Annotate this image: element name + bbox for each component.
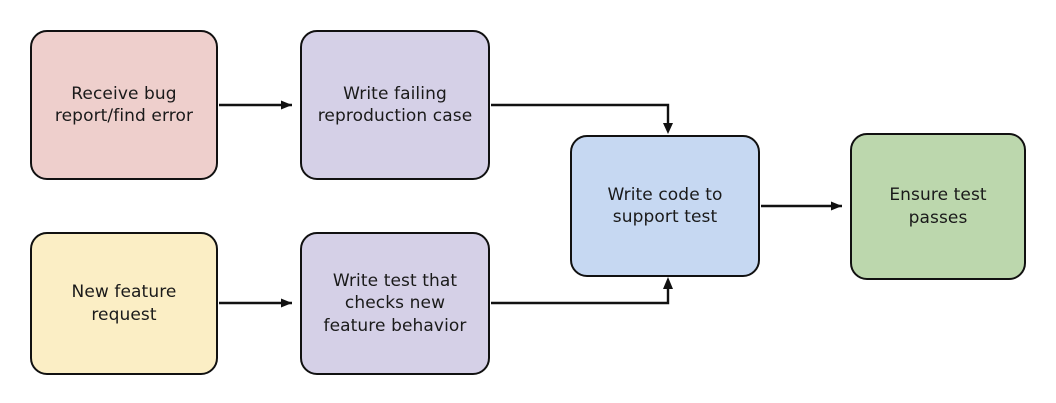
arrowhead [281, 100, 292, 110]
arrowhead [663, 123, 673, 134]
edge-write-code-to-ensure-test-passes [761, 201, 842, 211]
arrowhead [281, 298, 292, 308]
node-receive-bug-report[interactable]: Receive bug report/find error [30, 30, 218, 180]
arrowhead [663, 277, 673, 289]
node-new-feature-request[interactable]: New feature request [30, 232, 218, 375]
edge-line [491, 285, 670, 305]
edge-bug-report-to-reproduction-case [219, 100, 292, 110]
arrowhead [831, 201, 842, 211]
node-ensure-test-passes[interactable]: Ensure test passes [850, 133, 1026, 280]
edge-line [491, 103, 670, 127]
node-write-code-to-support-test[interactable]: Write code to support test [570, 135, 760, 277]
edge-write-test-to-write-code [491, 277, 673, 305]
node-write-test-checks-new-feature[interactable]: Write test that checks new feature behav… [300, 232, 490, 375]
edge-reproduction-case-to-write-code [491, 103, 673, 134]
node-write-failing-reproduction-case[interactable]: Write failing reproduction case [300, 30, 490, 180]
edge-feature-request-to-write-test [219, 298, 292, 308]
